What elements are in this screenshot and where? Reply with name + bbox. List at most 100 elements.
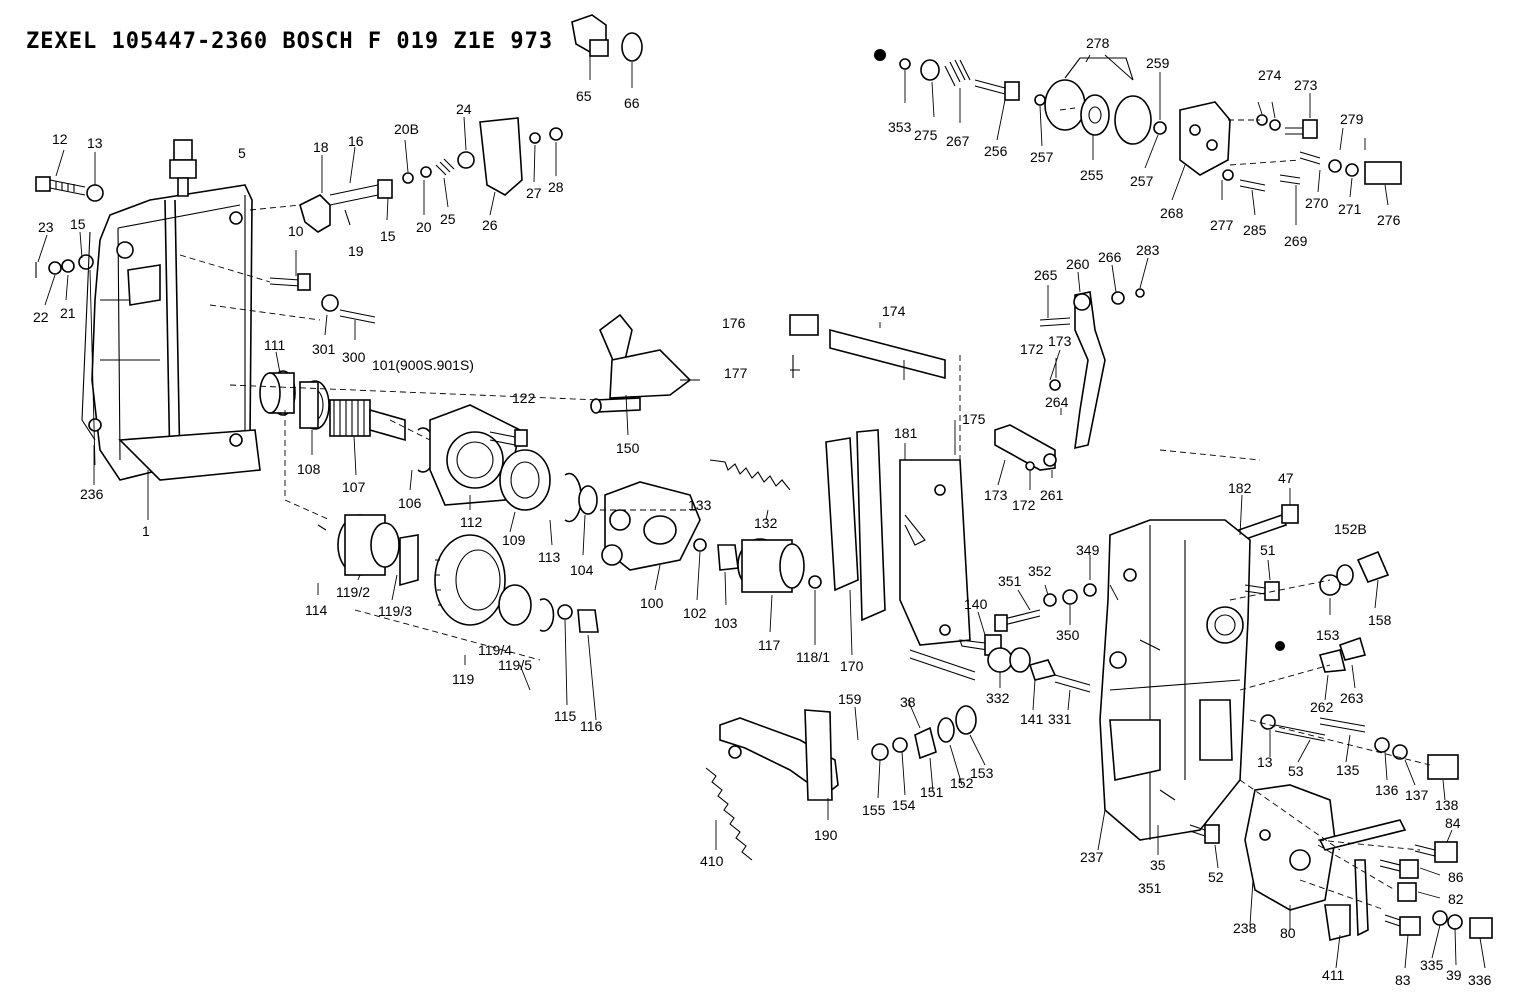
label-260: 260 [1066, 256, 1090, 272]
label-83: 83 [1395, 972, 1411, 988]
label-410: 410 [700, 853, 724, 869]
label-25: 25 [440, 211, 456, 227]
label-15: 15 [70, 216, 86, 232]
label-261: 261 [1040, 487, 1064, 503]
label-103: 103 [714, 615, 738, 631]
label-115: 115 [554, 708, 577, 724]
label-28: 28 [548, 179, 564, 195]
stack-151-155 [871, 705, 977, 761]
label-13: 13 [87, 135, 103, 151]
bolt-group-12-13 [35, 176, 104, 202]
label-111: 111 [264, 337, 285, 353]
label-278: 278 [1086, 35, 1110, 51]
regulator-top-right [874, 49, 1402, 192]
label-277: 277 [1210, 217, 1234, 233]
label-52: 52 [1208, 869, 1224, 885]
label-21: 21 [60, 305, 76, 321]
label-132: 132 [754, 515, 778, 531]
assembly-lines [37, 54, 1486, 969]
label-114: 114 [305, 602, 328, 618]
label-65: 65 [576, 88, 592, 104]
label-53: 53 [1288, 763, 1304, 779]
label-24: 24 [456, 101, 472, 117]
label-271: 271 [1338, 201, 1362, 217]
label-177: 177 [724, 365, 748, 381]
label-152: 152 [950, 775, 974, 791]
label-285: 285 [1243, 222, 1267, 238]
label-101: 101(900S.901S) [372, 357, 474, 373]
label-119-2: 119/2 [336, 584, 370, 600]
label-331: 331 [1048, 711, 1072, 727]
label-82: 82 [1448, 891, 1464, 907]
label-23: 23 [38, 219, 54, 235]
label-38: 38 [900, 694, 916, 710]
label-102: 102 [683, 605, 707, 621]
label-153b: 153 [970, 765, 994, 781]
label-113: 113 [538, 549, 561, 565]
label-20: 20 [416, 219, 432, 235]
label-352: 352 [1028, 563, 1052, 579]
label-350: 350 [1056, 627, 1080, 643]
label-181: 181 [894, 425, 918, 441]
label-51: 51 [1260, 542, 1276, 558]
label-336: 336 [1468, 972, 1492, 988]
label-13b: 13 [1257, 754, 1273, 770]
label-176: 176 [722, 315, 746, 331]
label-173: 173 [1048, 333, 1072, 349]
label-106: 106 [398, 495, 422, 511]
adjust-group-140 [909, 583, 1097, 693]
label-109: 109 [502, 532, 526, 548]
label-300: 300 [342, 349, 366, 365]
lever-170 [825, 429, 971, 646]
label-174: 174 [882, 303, 906, 319]
label-283: 283 [1136, 242, 1160, 258]
label-173b: 173 [984, 487, 1008, 503]
label-279: 279 [1340, 111, 1364, 127]
label-256: 256 [984, 143, 1008, 159]
label-264: 264 [1045, 394, 1069, 410]
label-135: 135 [1336, 762, 1360, 778]
lever-190 [719, 709, 839, 801]
label-119-5: 119/5 [498, 657, 532, 673]
plug-65-66 [571, 14, 643, 62]
label-108: 108 [297, 461, 321, 477]
label-137: 137 [1405, 787, 1429, 803]
label-274: 274 [1258, 67, 1282, 83]
washers-21-22-23 [35, 254, 94, 278]
label-170: 170 [840, 658, 864, 674]
label-119-3: 119/3 [378, 603, 412, 619]
label-117: 117 [758, 637, 781, 653]
label-104: 104 [570, 562, 594, 578]
part-labels: 1 5 10 12 13 13 15 15 16 18 19 20 20B 21… [33, 35, 1492, 988]
link-261 [994, 424, 1057, 471]
label-47: 47 [1278, 470, 1294, 486]
label-119: 119 [452, 671, 475, 687]
piston-117 [737, 538, 822, 593]
label-276: 276 [1377, 212, 1401, 228]
label-275: 275 [914, 127, 938, 143]
label-172b: 172 [1012, 497, 1036, 513]
label-5: 5 [238, 145, 246, 161]
label-301: 301 [312, 341, 336, 357]
label-27: 27 [526, 185, 542, 201]
label-10: 10 [288, 223, 304, 239]
label-151: 151 [920, 784, 944, 800]
shaft-assembly [259, 370, 598, 523]
label-411: 411 [1322, 967, 1345, 983]
label-133: 133 [688, 497, 712, 513]
label-16: 16 [348, 133, 364, 149]
label-39: 39 [1446, 967, 1462, 983]
label-159: 159 [838, 691, 862, 707]
label-122: 122 [512, 390, 536, 406]
cover-238 [1189, 784, 1493, 941]
label-263: 263 [1340, 690, 1364, 706]
label-136: 136 [1375, 782, 1399, 798]
label-172: 172 [1020, 341, 1044, 357]
label-238: 238 [1233, 920, 1257, 936]
label-266: 266 [1098, 249, 1122, 265]
label-237: 237 [1080, 849, 1104, 865]
label-140: 140 [964, 596, 988, 612]
label-262: 262 [1310, 699, 1334, 715]
label-138: 138 [1435, 797, 1459, 813]
